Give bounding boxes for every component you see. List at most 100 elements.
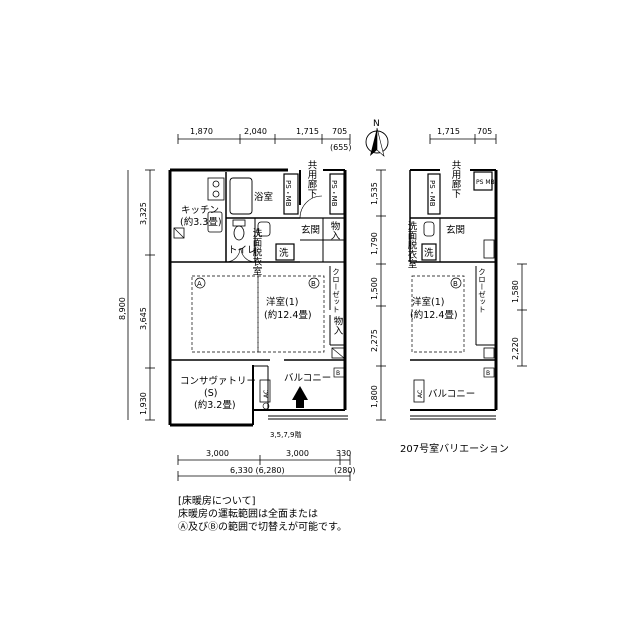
dim-left-1: 3,325 [139, 202, 148, 225]
wall-hatch-1-cross [173, 227, 185, 239]
bathtub-icon [229, 177, 253, 215]
main-plan-walls [168, 168, 347, 427]
dim-right-2: 1,790 [370, 232, 379, 255]
balcony-door [296, 400, 304, 408]
v207-dim-right-1: 1,580 [511, 280, 520, 303]
floor-heating-zone-a [191, 275, 259, 353]
v207-dim-top-2: 705 [477, 127, 492, 136]
variation-top-dimension [429, 134, 497, 144]
top-dimension-line [177, 134, 351, 144]
dim-right-5: 1,800 [370, 385, 379, 408]
ps-mb-shaft-2 [329, 173, 345, 215]
v207-ac-label: AC [417, 390, 424, 398]
v207-dim-right-2: 2,220 [511, 337, 520, 360]
kyoyo-label: 共用廊下 [306, 160, 318, 199]
dim-right-1: 1,535 [370, 182, 379, 205]
v207-hatch-2 [483, 347, 495, 359]
washroom-label: 洗面脱衣室 [251, 227, 263, 275]
floors-note: 3,5,7,9階 [270, 430, 302, 439]
wall-hatch-2-cross [331, 347, 345, 359]
bottom-dimension-line [177, 455, 351, 481]
v207-dim-top-1: 1,715 [437, 127, 460, 136]
sink-icon [207, 211, 223, 233]
v207-ps-mb-small-label: PS MB [476, 179, 495, 186]
conservatory-size: (約3.2畳) [194, 399, 236, 411]
zone-b-label: B [311, 280, 316, 288]
dim-top-3: 1,715 [296, 127, 319, 136]
v207-washer-icon [421, 243, 437, 261]
dim-top-paren: (655) [330, 143, 352, 152]
stove-icon [207, 177, 225, 201]
conservatory-s: (S) [204, 388, 217, 399]
wash-label: 洗 [279, 247, 289, 259]
ac-outdoor-icon [262, 402, 270, 410]
ac-unit-box [259, 379, 271, 403]
ps-mb-label-2: PS・MB [330, 180, 338, 207]
monoire-label-1: 物入 [329, 220, 341, 240]
note-title: [床暖房について] [178, 494, 256, 507]
dim-bottom-2: 3,000 [286, 449, 309, 458]
zone-b-marker [308, 277, 320, 289]
v207-ps-mb-label: PS・MB [428, 180, 436, 207]
dim-top-2: 2,040 [244, 127, 267, 136]
v207-ps-mb-shaft [427, 173, 441, 215]
western-room-size: (約12.4畳) [264, 309, 312, 321]
balcony-label: バルコニー [284, 373, 331, 384]
left-dimension-line [127, 169, 155, 421]
dim-bottom-paren: (280) [334, 466, 356, 475]
b-marker-label: B [336, 370, 340, 377]
monoire-label-2: 物入 [332, 315, 344, 335]
dim-left-total: 8,900 [118, 297, 127, 320]
v207-closet-label: クローゼット [477, 268, 486, 313]
v207-western-label: 洋室(1) [412, 296, 444, 308]
v207-zone-b-marker [450, 277, 462, 289]
v207-floor-heating-zone [411, 275, 465, 353]
dim-right-3: 1,500 [370, 277, 379, 300]
note-line-1: 床暖房の運転範囲は全面または [178, 507, 318, 520]
north-label: N [373, 119, 380, 129]
v207-ac-box [413, 379, 425, 403]
v207-washbasin-icon [423, 221, 435, 237]
v207-b-marker-text: B [486, 370, 490, 377]
v207-genkan-label: 玄関 [446, 224, 465, 236]
dim-top-1: 1,870 [190, 127, 213, 136]
v207-western-size: (約12.4畳) [410, 309, 458, 321]
v207-washroom-label: 洗面脱衣室 [406, 220, 418, 268]
wall-hatch-2 [331, 347, 345, 359]
genkan-label: 玄関 [301, 224, 320, 236]
dim-bottom-total: 6,330 (6,280) [230, 466, 285, 475]
variation-right-dimension [517, 263, 527, 367]
variation-plan-walls [409, 169, 498, 411]
ps-mb-shaft-1 [283, 173, 299, 215]
v207-caption: 207号室バリエーション [400, 442, 509, 455]
entrance-arrow-icon [292, 386, 308, 400]
wall-hatch-1 [173, 227, 185, 239]
washbasin-icon [257, 221, 271, 237]
dim-bottom-3: 330 [336, 449, 351, 458]
floor-heating-zone-b [257, 275, 325, 353]
door-arcs [225, 195, 323, 263]
closet-label: クローゼット [331, 268, 340, 313]
v207-hatch-1 [483, 239, 495, 259]
dim-left-3: 1,930 [139, 392, 148, 415]
note-line-2: Ⓐ及びⒷの範囲で切替えが可能です。 [178, 520, 347, 533]
bath-label: 浴室 [254, 191, 273, 203]
v207-b-marker-box [483, 367, 495, 378]
v207-balcony-label: バルコニー [428, 389, 475, 400]
north-arrow-icon [365, 127, 389, 157]
ps-mb-label-1: PS・MB [284, 180, 292, 207]
dim-right-4: 2,275 [370, 329, 379, 352]
right-dimension-line [376, 169, 386, 421]
ac-label: AC [263, 390, 270, 398]
b-marker-box [333, 367, 345, 378]
dim-bottom-1: 3,000 [206, 449, 229, 458]
v207-zone-b-label: B [453, 280, 458, 288]
conservatory-label: コンサヴァトリー [180, 375, 256, 387]
dim-left-2: 3,645 [139, 307, 148, 330]
western-room-label: 洋室(1) [266, 296, 298, 308]
washer-icon [275, 243, 295, 261]
kitchen-label: キッチン [181, 205, 219, 216]
v207-wash-label: 洗 [424, 247, 434, 259]
kitchen-size: (約3.3畳) [180, 216, 222, 228]
